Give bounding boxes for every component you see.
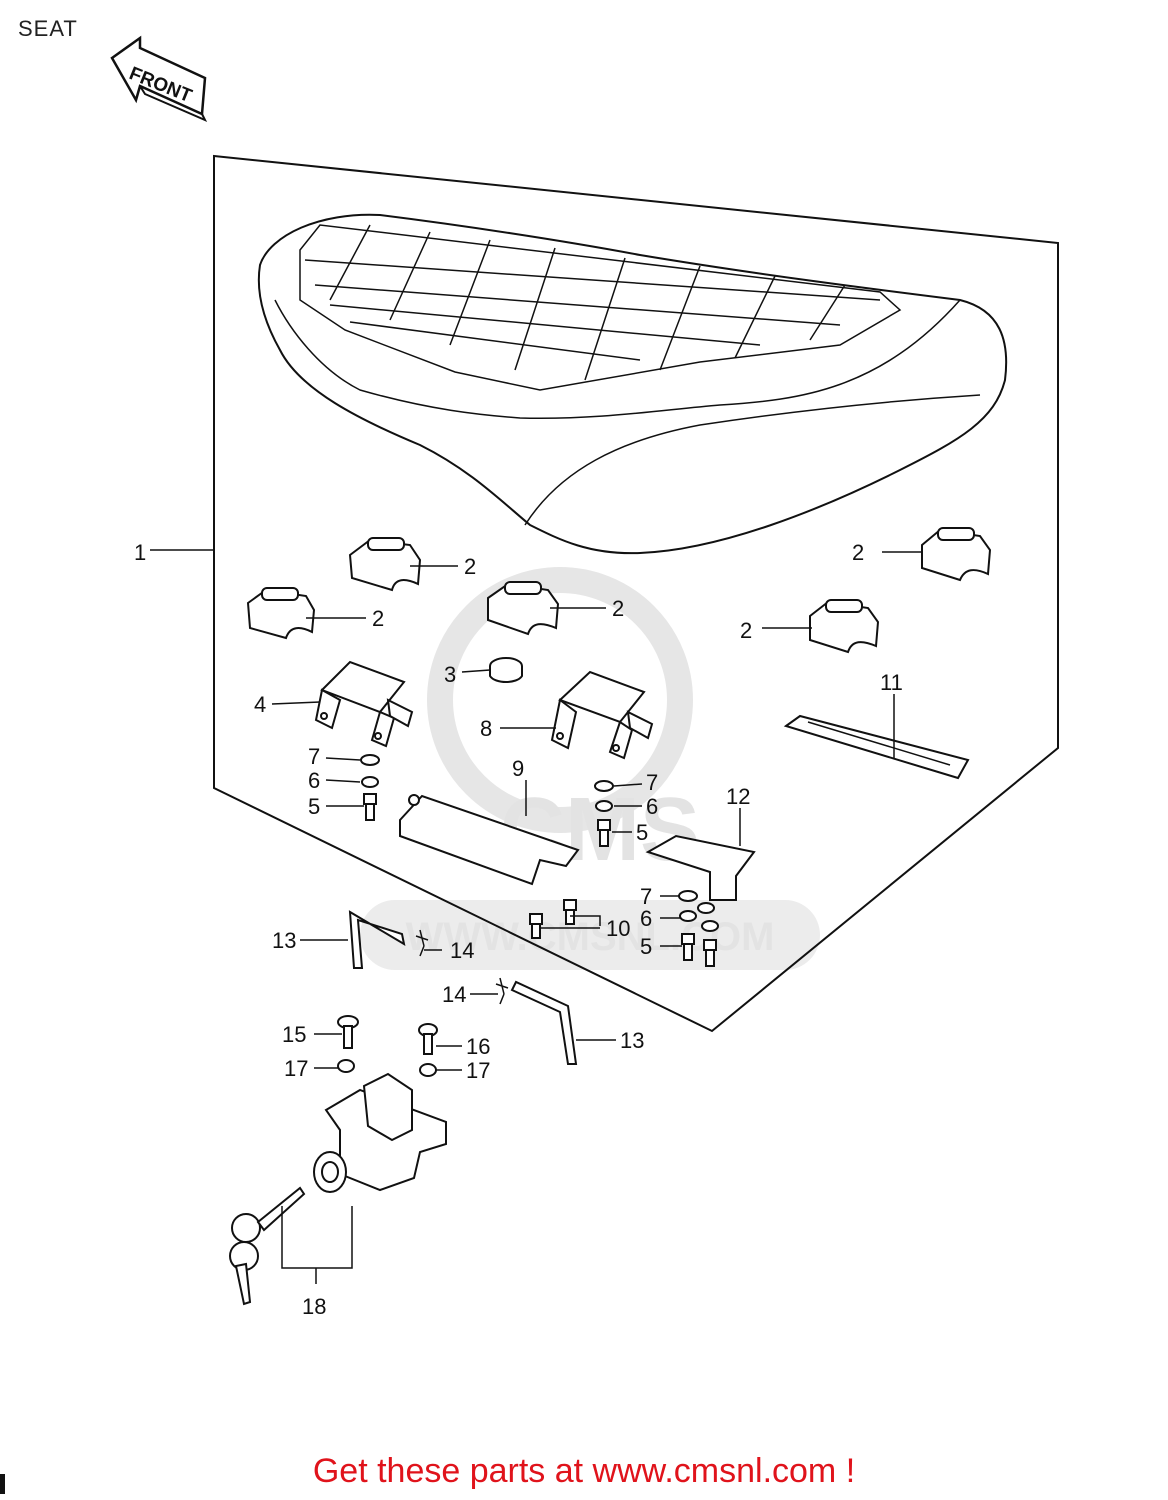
callout-2b: 2 — [372, 606, 384, 631]
hardware-stack-left — [360, 754, 380, 821]
callout-18: 18 — [302, 1294, 326, 1319]
assembly-outline — [213, 154, 1059, 1033]
hardware-stack-right — [678, 890, 719, 967]
seat-icon — [257, 213, 1008, 555]
bracket-icon-4 — [314, 660, 414, 748]
footer-shop-link[interactable]: Get these parts at www.cmsnl.com ! — [312, 1452, 856, 1490]
callout-7c: 7 — [640, 884, 652, 909]
leader-lines — [150, 549, 922, 1284]
callout-3: 3 — [444, 662, 456, 687]
callout-6b: 6 — [646, 794, 658, 819]
strap-icon — [783, 714, 970, 780]
cushion-icon-2 — [246, 587, 316, 640]
plate-icon-9 — [399, 794, 580, 886]
callout-14b: 14 — [442, 982, 466, 1007]
callout-2e: 2 — [740, 618, 752, 643]
callout-5a: 5 — [308, 794, 320, 819]
callout-11: 11 — [880, 670, 903, 695]
hardware-stack-mid — [594, 780, 614, 847]
callout-8: 8 — [480, 716, 492, 741]
clip-icon-2 — [495, 977, 509, 1005]
callout-2c: 2 — [612, 596, 624, 621]
callout-10: 10 — [606, 916, 630, 941]
callout-5c: 5 — [640, 934, 652, 959]
key-icon-1 — [231, 1186, 306, 1243]
bolt-pair-10 — [529, 899, 577, 939]
seat-lock-icon — [313, 1072, 447, 1193]
callout-2d: 2 — [852, 540, 864, 565]
callout-4: 4 — [254, 692, 266, 717]
plate-icon-12 — [645, 834, 756, 901]
key-icon-2 — [229, 1241, 259, 1306]
corner-mark — [0, 1474, 5, 1494]
callout-17b: 17 — [466, 1058, 490, 1083]
callout-14a: 14 — [450, 938, 474, 963]
washer-icon-17b — [419, 1063, 437, 1077]
grommet-icon — [489, 657, 523, 683]
washer-icon-17a — [337, 1059, 355, 1073]
callout-13b: 13 — [620, 1028, 644, 1053]
callout-labels: 1 2 2 2 2 2 3 4 5 5 5 6 6 6 7 7 7 8 9 10… — [134, 540, 903, 1319]
cushion-icon-3 — [487, 581, 560, 636]
callout-7b: 7 — [646, 770, 658, 795]
callout-17a: 17 — [284, 1056, 308, 1081]
front-arrow-icon: FRONT — [110, 35, 208, 123]
callout-7a: 7 — [308, 744, 320, 769]
callout-13a: 13 — [272, 928, 296, 953]
callout-12: 12 — [726, 784, 750, 809]
callout-1: 1 — [134, 540, 146, 565]
hinge-pin-icon-left — [348, 910, 406, 969]
hinge-pin-icon-right — [510, 980, 578, 1065]
callout-15: 15 — [282, 1022, 306, 1047]
callout-5b: 5 — [636, 820, 648, 845]
callout-2a: 2 — [464, 554, 476, 579]
clip-icon-1 — [415, 929, 429, 957]
page-title: SEAT — [18, 16, 78, 41]
bracket-icon-8 — [550, 670, 654, 760]
cushion-icon-4 — [921, 527, 992, 582]
screw-icon-16 — [418, 1023, 438, 1055]
callout-9: 9 — [512, 756, 524, 781]
cushion-icon-5 — [809, 599, 880, 654]
screw-icon-15 — [337, 1015, 359, 1049]
cushion-icon-1 — [348, 537, 422, 592]
callout-6c: 6 — [640, 906, 652, 931]
callout-6a: 6 — [308, 768, 320, 793]
callout-16: 16 — [466, 1034, 490, 1059]
